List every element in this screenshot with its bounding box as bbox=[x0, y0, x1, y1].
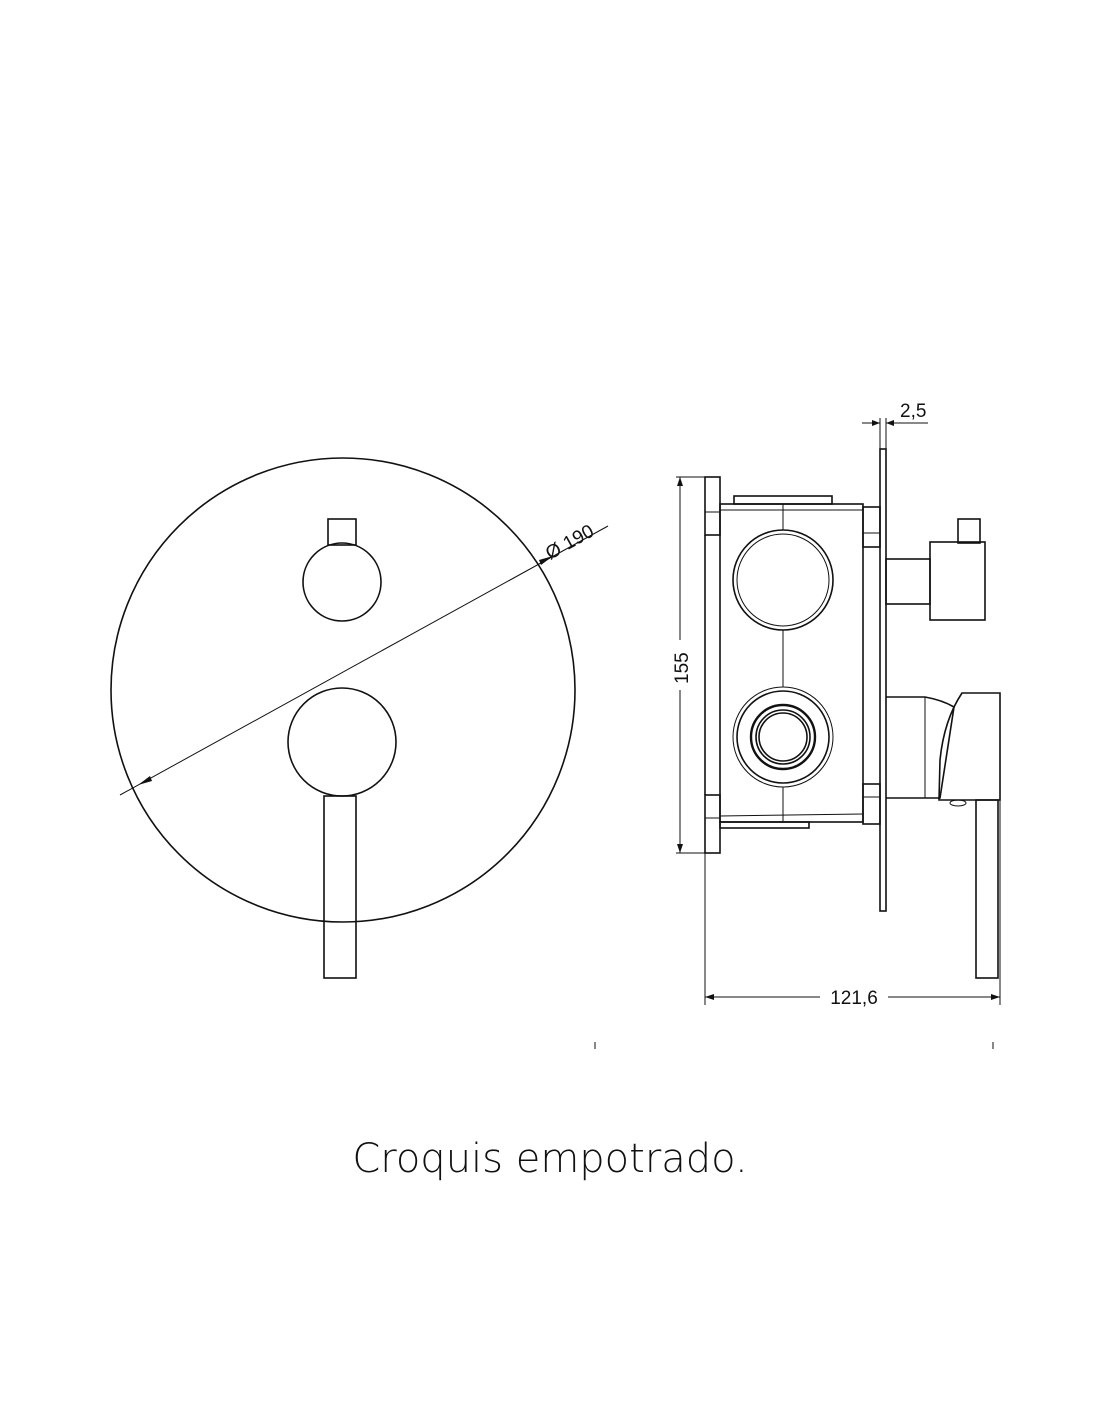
diverter-stem bbox=[327, 518, 357, 546]
upper-flange bbox=[704, 476, 721, 536]
diverter-knob bbox=[302, 542, 382, 622]
cover-plate-side bbox=[879, 448, 887, 912]
plate-thickness-label: 2,5 bbox=[900, 401, 926, 422]
side-view: 2,5 bbox=[672, 401, 1001, 1009]
front-view: Ø 190 bbox=[110, 457, 609, 979]
height-label: 155 bbox=[672, 652, 693, 684]
mixer-lever bbox=[323, 795, 357, 979]
depth-label: 121,6 bbox=[830, 988, 878, 1009]
diverter-knob-side bbox=[929, 541, 986, 621]
arrow-icon bbox=[138, 776, 152, 785]
lever-body bbox=[938, 692, 1001, 801]
cover-plate bbox=[110, 457, 576, 923]
arrow-icon bbox=[539, 556, 553, 565]
lever-handle bbox=[975, 799, 999, 979]
lower-flange bbox=[704, 794, 721, 854]
mixer-knob bbox=[287, 687, 397, 797]
diverter-cap bbox=[957, 518, 981, 544]
lever-neck bbox=[886, 696, 955, 799]
lower-port bbox=[732, 686, 834, 788]
diverter-stem-side bbox=[885, 558, 931, 605]
diameter-label: Ø 190 bbox=[542, 521, 597, 564]
top-lip bbox=[733, 495, 833, 505]
diameter-dimension-line bbox=[119, 525, 609, 796]
caption: Croquis empotrado. bbox=[352, 1136, 748, 1182]
